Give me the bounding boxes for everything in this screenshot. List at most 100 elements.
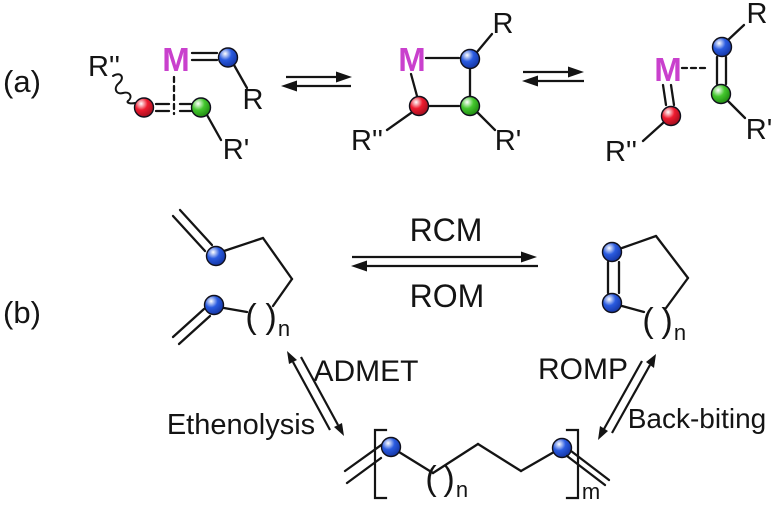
- substituent-r2-label: R'': [351, 125, 383, 157]
- carbon-blue-sphere: [217, 47, 239, 68]
- reaction-backbiting-label: Back-biting: [628, 403, 767, 434]
- carbon-green-sphere: [710, 83, 732, 105]
- carbon-blue-sphere: [380, 436, 402, 458]
- forward-arrowhead: [521, 251, 537, 263]
- equilibrium-arrow-1: [281, 71, 352, 92]
- substituent-r1-label: R': [223, 134, 249, 166]
- forward-arrowhead: [568, 66, 584, 78]
- bond-to-r1: [476, 111, 497, 132]
- carbon-red-sphere: [660, 105, 682, 127]
- substituent-r-label: R: [493, 8, 514, 40]
- chain-bond: [476, 442, 523, 473]
- repeat-count-m: m: [582, 479, 600, 504]
- carbon-blue-sphere: [711, 36, 733, 58]
- metal-carbene-olefin-complex-left: M R'' R R': [88, 41, 263, 166]
- reaction-ethenolysis-label: Ethenolysis: [167, 409, 315, 441]
- terminal-alkene-line: [171, 214, 207, 253]
- bond-to-r: [232, 63, 249, 90]
- equilibrium-arrow-2: [522, 66, 584, 87]
- admet-ethenolysis-equilibrium: ADMET Ethenolysis: [167, 351, 419, 441]
- paren-close: ): [661, 302, 672, 340]
- chain-bond: [519, 450, 556, 473]
- terminal-alkene-line: [343, 441, 386, 473]
- acyclic-diene-substrate: ( ) n: [171, 208, 294, 346]
- reaction-rom-label: ROM: [410, 278, 485, 314]
- terminal-alkene-line: [171, 307, 206, 339]
- substituent-r1-label: R': [746, 114, 772, 146]
- metal-carbene-double-bond: [669, 83, 676, 107]
- carbon-blue-sphere: [205, 245, 227, 267]
- paren-close: ): [443, 460, 454, 498]
- bond-to-r-prime: [205, 113, 223, 142]
- bond-to-r2: [641, 121, 665, 143]
- carbon-blue-sphere: [459, 48, 481, 70]
- paren-open: (: [245, 298, 257, 336]
- ring-bond: [620, 304, 646, 314]
- up-arrow-line: [611, 364, 651, 434]
- substituent-r1-label: R': [495, 125, 521, 157]
- paren-open: (: [642, 302, 654, 340]
- substituent-r-label: R: [747, 0, 768, 30]
- forward-arrowhead: [336, 71, 352, 83]
- ring-bond: [409, 72, 419, 98]
- reaction-admet-label: ADMET: [314, 355, 419, 388]
- down-arrowhead: [598, 426, 608, 440]
- substituent-r-label: R: [243, 84, 264, 116]
- carbon-green-sphere: [459, 95, 481, 117]
- bond-to-r: [726, 23, 746, 42]
- paren-close: ): [265, 298, 276, 336]
- metallacyclobutane: M R R'' R': [351, 8, 521, 157]
- reverse-arrowhead: [281, 80, 297, 92]
- reaction-romp-label: ROMP: [538, 353, 628, 386]
- carbon-blue-sphere: [203, 294, 225, 316]
- reaction-rcm-label: RCM: [410, 212, 483, 248]
- substituent-r2-label: R'': [605, 136, 637, 168]
- cyclic-olefin: ( ) n: [601, 234, 690, 345]
- carbon-blue-sphere: [601, 241, 623, 263]
- carbon-red-sphere: [133, 97, 155, 118]
- bond-to-r1: [726, 99, 747, 120]
- chain-bond: [222, 236, 265, 253]
- terminal-alkene-line: [569, 449, 611, 482]
- metal-carbene-olefin-complex-right: M R'' R R': [605, 0, 772, 168]
- reverse-arrowhead: [351, 260, 367, 272]
- metal-label: M: [162, 41, 190, 78]
- rcm-rom-equilibrium: RCM ROM: [351, 212, 538, 314]
- polymer-product: ( ) n m: [343, 428, 611, 504]
- terminal-alkene-line: [177, 314, 212, 346]
- ring-bond: [654, 234, 690, 280]
- reverse-arrowhead: [522, 75, 538, 87]
- chain-bond: [271, 277, 294, 308]
- chain-bond: [431, 442, 480, 475]
- up-arrowhead: [646, 354, 656, 368]
- panel-a-label: (a): [3, 64, 41, 99]
- metal-carbene-double-bond: [661, 83, 668, 107]
- ring-bond: [664, 276, 690, 310]
- terminal-alkene-line: [565, 454, 607, 487]
- carbon-green-sphere: [190, 97, 212, 118]
- romp-backbiting-equilibrium: ROMP Back-biting: [538, 353, 766, 440]
- wavy-bond: [112, 73, 136, 105]
- chain-bond: [397, 450, 435, 475]
- up-arrow-line: [292, 361, 331, 431]
- repeat-count-n: n: [278, 316, 290, 341]
- terminal-alkene-line: [178, 208, 214, 247]
- carbon-blue-sphere: [551, 437, 573, 459]
- ring-bond: [620, 234, 658, 250]
- down-arrow-line: [300, 356, 339, 426]
- left-repeat-bracket: [373, 428, 388, 500]
- chain-bond: [222, 306, 249, 314]
- carbon-red-sphere: [408, 95, 430, 117]
- bond-to-r: [475, 32, 494, 54]
- chain-bond: [261, 236, 294, 281]
- up-arrowhead: [287, 351, 297, 364]
- substituent-r2-label: R'': [88, 51, 120, 83]
- paren-open: (: [425, 460, 437, 498]
- down-arrow-line: [603, 360, 643, 430]
- down-arrowhead: [334, 423, 344, 436]
- carbon-blue-sphere: [601, 292, 623, 314]
- repeat-count-n: n: [674, 320, 686, 345]
- panel-b-label: (b): [3, 295, 41, 330]
